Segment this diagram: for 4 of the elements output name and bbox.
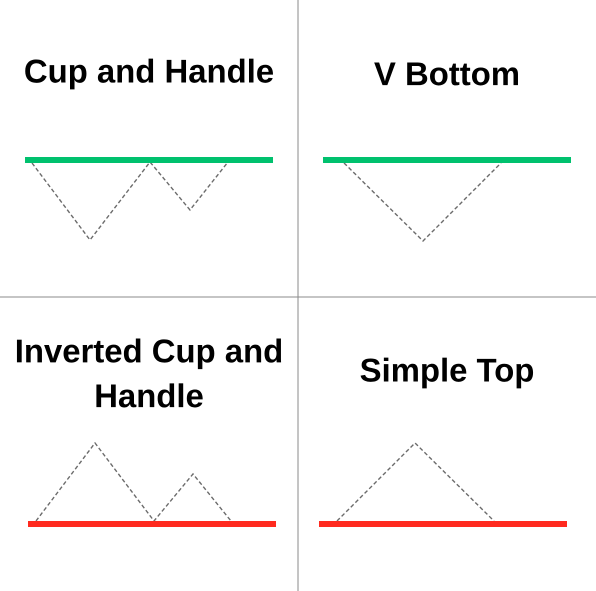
pattern-title: Cup and Handle xyxy=(25,58,273,90)
pattern-title: Inverted Cup and Handle xyxy=(16,338,282,408)
pattern-title: V Bottom xyxy=(374,62,518,86)
pattern-title: Simple Top xyxy=(360,358,534,388)
